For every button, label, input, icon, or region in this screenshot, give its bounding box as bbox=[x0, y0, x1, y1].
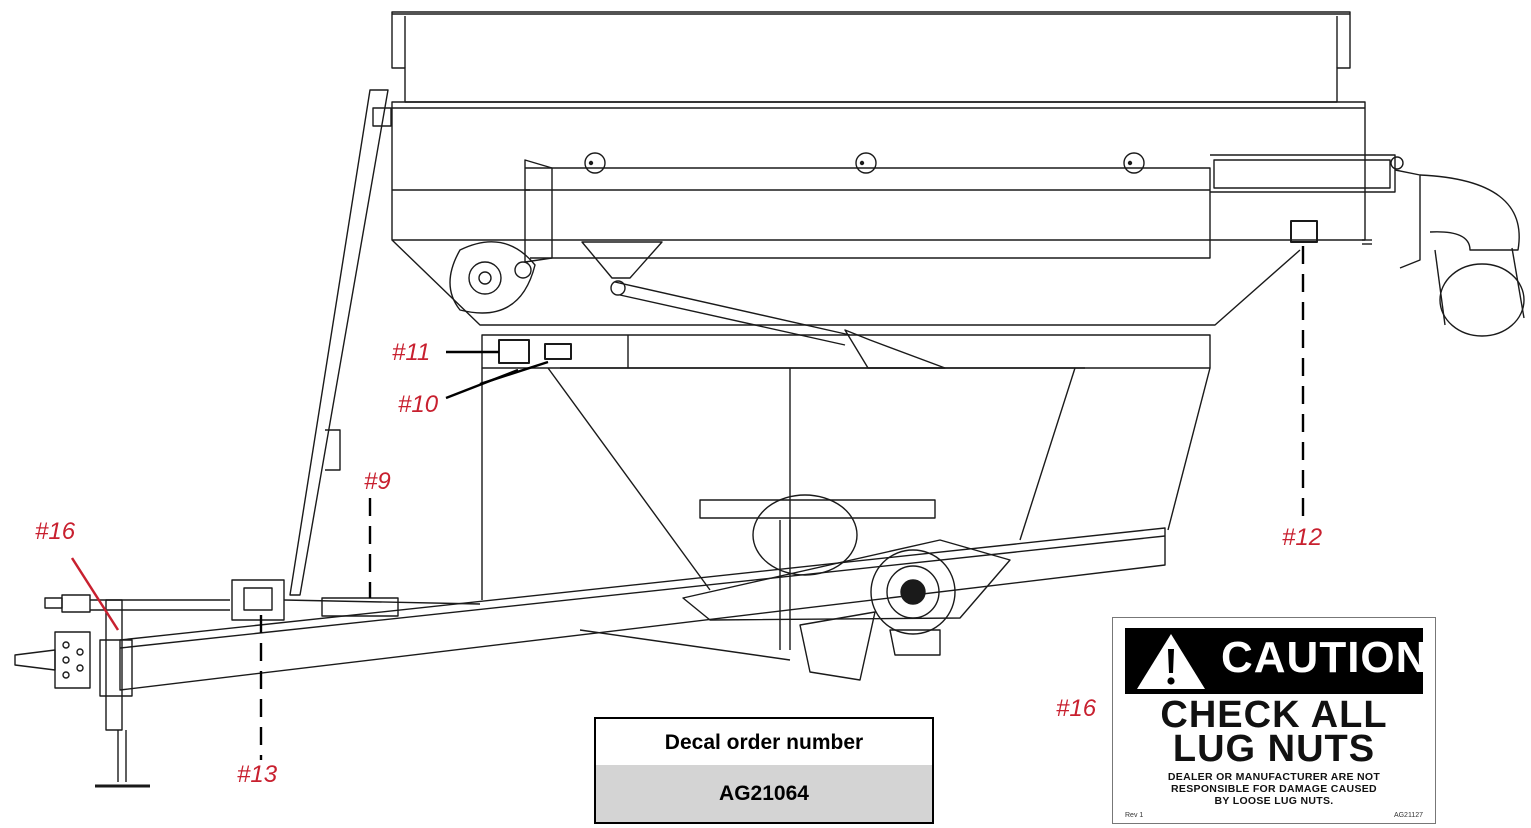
decal-disclaimer-2: RESPONSIBLE FOR DAMAGE CAUSED bbox=[1171, 783, 1377, 795]
hitch-jack bbox=[14, 599, 150, 788]
decal-disclaimer-3: BY LOOSE LUG NUTS. bbox=[1214, 795, 1334, 807]
callout-16-right: #16 bbox=[1056, 695, 1097, 722]
auger-sump bbox=[449, 241, 536, 314]
callout-16-left: #16 bbox=[35, 518, 76, 545]
callout-13: #13 bbox=[237, 761, 278, 788]
auger-tube bbox=[524, 154, 1525, 337]
caution-header-bar: CAUTION bbox=[1125, 628, 1427, 694]
hydraulic-cylinder bbox=[581, 241, 946, 369]
leader-lines bbox=[259, 246, 1305, 760]
decal-rev: Rev 1 bbox=[1125, 812, 1144, 819]
callout-9: #9 bbox=[364, 468, 391, 495]
lower-hopper bbox=[481, 367, 1211, 650]
gearbox-hub bbox=[579, 539, 1011, 681]
pto-driveline bbox=[44, 579, 481, 621]
callout-11: #11 bbox=[392, 339, 431, 366]
decal-line-1: CHECK ALL bbox=[1160, 694, 1388, 736]
leader-16 bbox=[70, 557, 120, 631]
decal-part-number: AG21127 bbox=[1393, 812, 1423, 819]
decal-order-header: Decal order number bbox=[664, 731, 864, 754]
decal-order-value: AG21064 bbox=[596, 765, 932, 822]
callout-12: #12 bbox=[1282, 524, 1323, 551]
caution-heading: CAUTION bbox=[1221, 633, 1429, 682]
tongue-beam bbox=[119, 527, 1166, 691]
callout-10: #10 bbox=[398, 391, 439, 418]
front-brace bbox=[289, 89, 392, 596]
decal-disclaimer-1: DEALER OR MANUFACTURER ARE NOT bbox=[1167, 771, 1381, 783]
caution-decal: CAUTION CHECK ALL LUG NUTS DEALER OR MAN… bbox=[1112, 617, 1436, 824]
hopper-body bbox=[391, 101, 1366, 326]
frame-band bbox=[481, 334, 1211, 369]
decal-line-2: LUG NUTS bbox=[1172, 728, 1376, 770]
hopper-lid bbox=[391, 11, 1351, 103]
decal-order-table: Decal order number AG21064 bbox=[594, 717, 934, 824]
warning-triangle-icon bbox=[1137, 634, 1205, 689]
